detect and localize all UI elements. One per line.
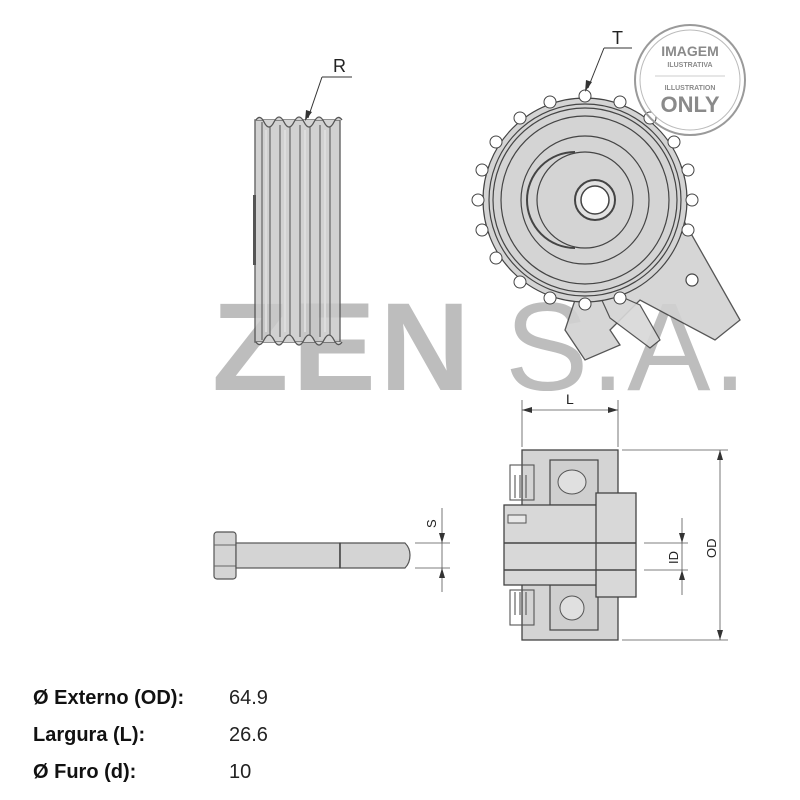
spec-row-outer-diameter: Ø Externo (OD): 64.9 — [33, 680, 268, 717]
callout-id-label: ID — [666, 551, 681, 564]
pulley-cross-section: L OD ID — [503, 391, 728, 641]
ribbed-pulley-side-view: R — [253, 56, 352, 346]
toothed-pulley-front-view: T — [471, 28, 741, 361]
watermark-brand-left: ZEN — [212, 278, 474, 417]
callout-r-label: R — [333, 56, 346, 76]
badge-line-2: ILUSTRATIVA — [667, 62, 712, 69]
badge-line-1: IMAGEM — [661, 43, 719, 59]
badge-line-4: ONLY — [660, 92, 719, 117]
spec-row-width: Largura (L): 26.6 — [33, 717, 268, 754]
spec-label: Largura (L): — [33, 724, 146, 746]
spec-table: Ø Externo (OD): 64.9 Largura (L): 26.6 Ø… — [33, 680, 268, 791]
spec-row-bore: Ø Furo (d): 10 — [33, 754, 268, 791]
callout-s-label: S — [424, 519, 439, 528]
spec-label: Ø Furo (d): — [33, 761, 137, 783]
spec-value: 64.9 — [229, 687, 268, 709]
bolt-side-view: S — [213, 508, 450, 592]
callout-od-label: OD — [704, 539, 719, 559]
spec-value: 26.6 — [229, 724, 268, 746]
callout-t-label: T — [612, 28, 623, 48]
callout-l-label: L — [566, 391, 574, 407]
spec-value: 10 — [229, 761, 252, 783]
illustration-only-badge: IMAGEM ILUSTRATIVA ILLUSTRATION ONLY — [634, 24, 746, 136]
spec-label: Ø Externo (OD): — [33, 687, 185, 709]
badge-line-3: ILLUSTRATION — [665, 85, 716, 92]
